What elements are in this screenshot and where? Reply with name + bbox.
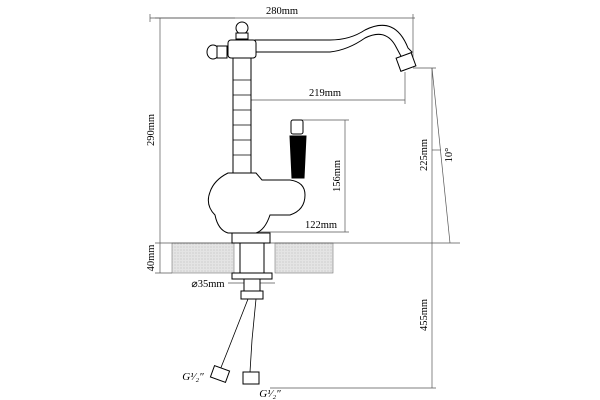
label-handle-height: 156mm <box>332 160 343 192</box>
label-hole-diameter: ⌀35mm <box>191 279 224 290</box>
underdeck-fittings <box>209 242 273 385</box>
label-hose-length: 455mm <box>419 299 430 331</box>
label-spout-height: 225mm <box>419 139 430 171</box>
label-right-connection: G¹⁄₂″ <box>259 388 281 400</box>
label-swivel-angle: 10° <box>444 148 455 163</box>
dimension-labels: 280mm 219mm 290mm 225mm 10° 156mm 122mm … <box>146 6 455 400</box>
label-handle-reach: 122mm <box>305 220 337 231</box>
dimension-lines <box>149 14 460 389</box>
label-spout-inner-reach: 219mm <box>309 88 341 99</box>
countertop-section <box>171 242 334 274</box>
faucet-body <box>206 21 417 244</box>
label-left-connection: G¹⁄₂″ <box>182 371 204 383</box>
label-deck-thickness: 40mm <box>146 245 157 272</box>
label-total-height: 290mm <box>146 114 157 146</box>
handle-grip <box>289 135 307 179</box>
label-spout-reach: 280mm <box>266 6 298 17</box>
